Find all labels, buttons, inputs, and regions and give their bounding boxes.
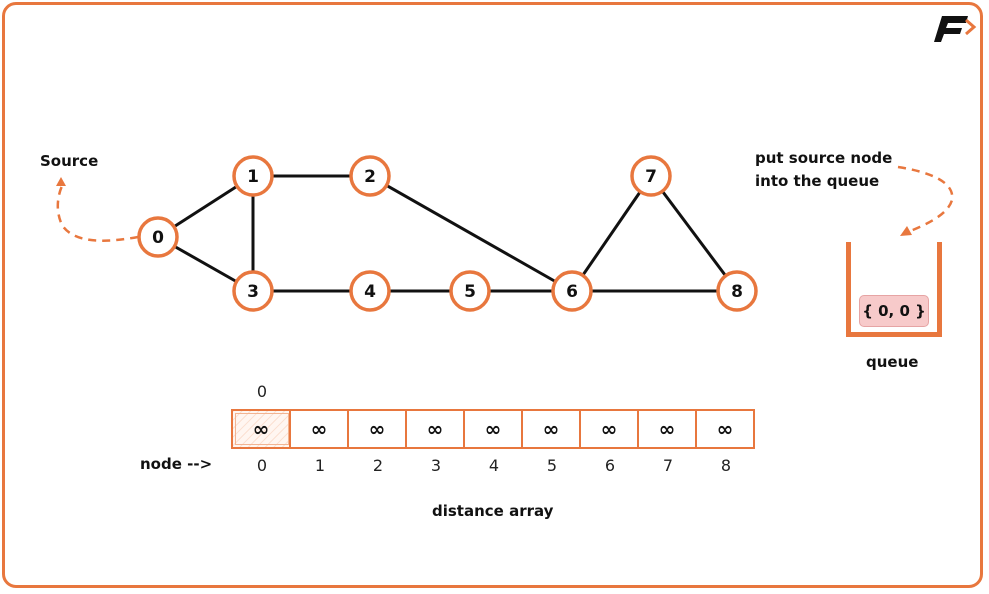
brand-logo-icon <box>934 16 977 42</box>
svg-text:2: 2 <box>364 167 376 187</box>
node-index-6: 6 <box>604 456 616 475</box>
queue-container <box>846 242 942 337</box>
graph-node-0: 0 <box>137 216 179 258</box>
node-index-3: 3 <box>430 456 442 475</box>
node-index-1: 1 <box>314 456 326 475</box>
distance-cell-2: ∞ <box>349 411 407 447</box>
distance-cell-7: ∞ <box>639 411 697 447</box>
graph-node-7: 7 <box>630 155 672 197</box>
queue-arrow <box>897 165 954 234</box>
distance-cell-6: ∞ <box>581 411 639 447</box>
array-caption: distance array <box>432 502 554 520</box>
graph-node-6: 6 <box>551 270 593 312</box>
graph-node-1: 1 <box>232 155 274 197</box>
graph-node-4: 4 <box>349 270 391 312</box>
distance-array: ∞∞∞∞∞∞∞∞∞ <box>231 409 755 449</box>
queue-item: { 0, 0 } <box>859 295 929 327</box>
node-index-0: 0 <box>256 456 268 475</box>
distance-cell-5: ∞ <box>523 411 581 447</box>
source-arrowhead <box>56 177 66 186</box>
svg-text:1: 1 <box>247 167 259 187</box>
svg-text:7: 7 <box>645 167 657 187</box>
svg-text:3: 3 <box>247 282 259 302</box>
distance-cell-8: ∞ <box>716 417 734 441</box>
svg-text:5: 5 <box>464 282 476 302</box>
node-index-8: 8 <box>720 456 732 475</box>
svg-text:8: 8 <box>731 282 743 302</box>
distance-cell-0: ∞ <box>233 411 291 447</box>
graph-node-8: 8 <box>716 270 758 312</box>
queue-note-line-1: put source node <box>755 149 893 167</box>
graph-node-5: 5 <box>449 270 491 312</box>
highlight-marker: 0 <box>256 382 268 401</box>
node-index-7: 7 <box>662 456 674 475</box>
node-index-4: 4 <box>488 456 500 475</box>
edge-6-7 <box>570 175 653 292</box>
svg-text:4: 4 <box>364 282 376 302</box>
node-index-2: 2 <box>372 456 384 475</box>
queue-label: queue <box>866 353 919 371</box>
queue-note-line-2: into the queue <box>755 172 880 190</box>
node-index-5: 5 <box>546 456 558 475</box>
svg-text:6: 6 <box>566 282 578 302</box>
graph-node-3: 3 <box>232 270 274 312</box>
distance-cell-4: ∞ <box>465 411 523 447</box>
source-label: Source <box>40 152 99 170</box>
graph-node-2: 2 <box>349 155 391 197</box>
distance-cell-3: ∞ <box>407 411 465 447</box>
svg-text:0: 0 <box>152 228 164 248</box>
edge-2-6 <box>369 174 573 293</box>
source-arrow <box>56 185 139 242</box>
diagram-frame <box>2 2 983 588</box>
row-label: node --> <box>140 455 213 473</box>
distance-cell-1: ∞ <box>291 411 349 447</box>
queue-arrowhead <box>900 226 912 236</box>
edge-7-8 <box>649 175 739 292</box>
